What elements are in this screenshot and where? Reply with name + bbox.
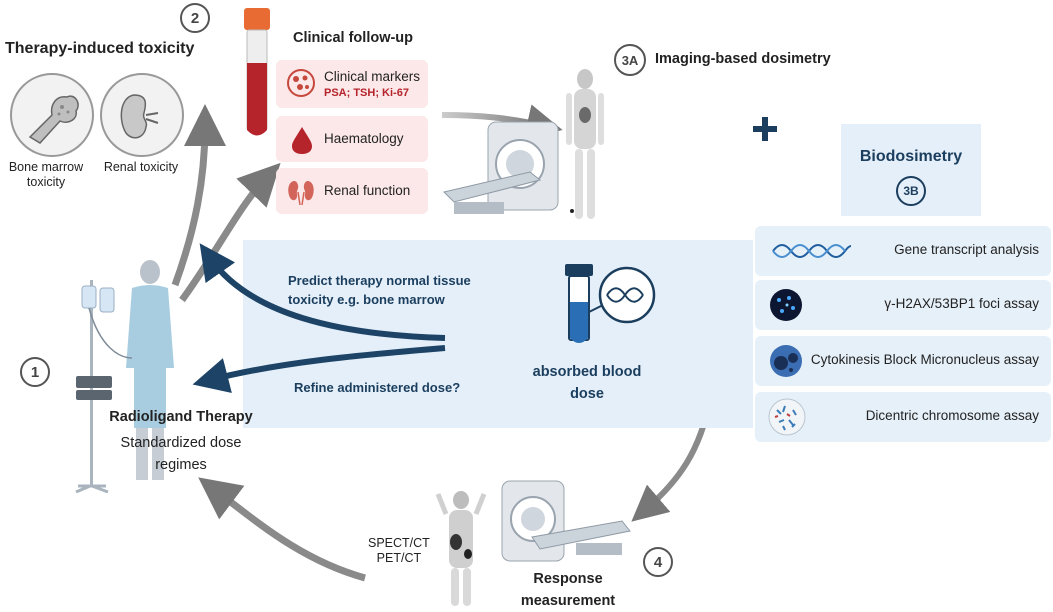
imaging-title: Imaging-based dosimetry [655, 51, 831, 67]
arrow-predict [199, 243, 446, 341]
toxicity-title: Therapy-induced toxicity [5, 40, 195, 57]
arrow-refine [192, 345, 446, 393]
arrow-to-toxicity [171, 104, 226, 287]
blood-sample-dna-icon [565, 264, 656, 343]
micronucleus-icon [770, 345, 802, 377]
plus-icon [753, 117, 777, 141]
arrow-to-therapy [198, 477, 366, 582]
renal-function-card: Renal function [276, 168, 428, 214]
step-2-badge: 2 [180, 3, 210, 33]
step-1-badge: 1 [20, 357, 50, 387]
assay-label: γ-H2AX/53BP1 foci assay [884, 296, 1039, 311]
foci-icon [770, 289, 802, 321]
assay-dicentric: Dicentric chromosome assay [755, 392, 1051, 442]
assay-label: Cytokinesis Block Micronucleus assay [810, 352, 1039, 367]
body-scan-image [566, 69, 604, 219]
pet-scan-image [435, 491, 487, 606]
dna-helix-icon [772, 244, 852, 258]
kidney-icon [100, 73, 184, 157]
haematology-card: Haematology [276, 116, 428, 162]
chromosomes-icon [768, 398, 806, 436]
assay-label: Dicentric chromosome assay [865, 408, 1039, 423]
renal-function-label: Renal function [324, 183, 411, 198]
predict-text: Predict therapy normal tissue toxicity e… [288, 273, 471, 307]
renal-toxicity-label: Renal toxicity [103, 160, 179, 174]
blood-tube-icon [244, 8, 270, 136]
refine-text: Refine administered dose? [294, 380, 461, 395]
step-3b-badge: 3B [896, 176, 926, 206]
pet-scanner-icon [501, 480, 631, 562]
center-panel [243, 240, 753, 428]
biodosimetry-title: Biodosimetry [859, 148, 963, 165]
assay-cbmn: Cytokinesis Block Micronucleus assay [755, 336, 1051, 386]
followup-title: Clinical follow-up [293, 30, 414, 46]
step-3a-badge: 3A [614, 44, 646, 76]
haematology-label: Haematology [324, 131, 404, 146]
therapy-title: Radioligand Therapy [109, 409, 253, 425]
clinical-markers-card: Clinical markers PSA; TSH; Ki-67 [276, 60, 428, 108]
clinical-markers-label: Clinical markers [324, 69, 421, 84]
kidneys-icon [288, 181, 314, 206]
assay-label: Gene transcript analysis [894, 242, 1039, 257]
biodosimetry-header: Biodosimetry 3B [841, 124, 981, 216]
scanner-icon [443, 121, 559, 214]
cells-icon [287, 69, 315, 97]
assay-gene-transcript: Gene transcript analysis [755, 226, 1051, 276]
bone-icon [10, 73, 94, 157]
step-4-badge: 4 [643, 547, 673, 577]
assay-foci: γ-H2AX/53BP1 foci assay [755, 280, 1051, 330]
arrow-to-followup [179, 162, 281, 303]
patient-infusion-illustration [75, 260, 174, 493]
blood-drop-icon [292, 127, 312, 154]
clinical-markers-sub: PSA; TSH; Ki-67 [324, 87, 409, 99]
